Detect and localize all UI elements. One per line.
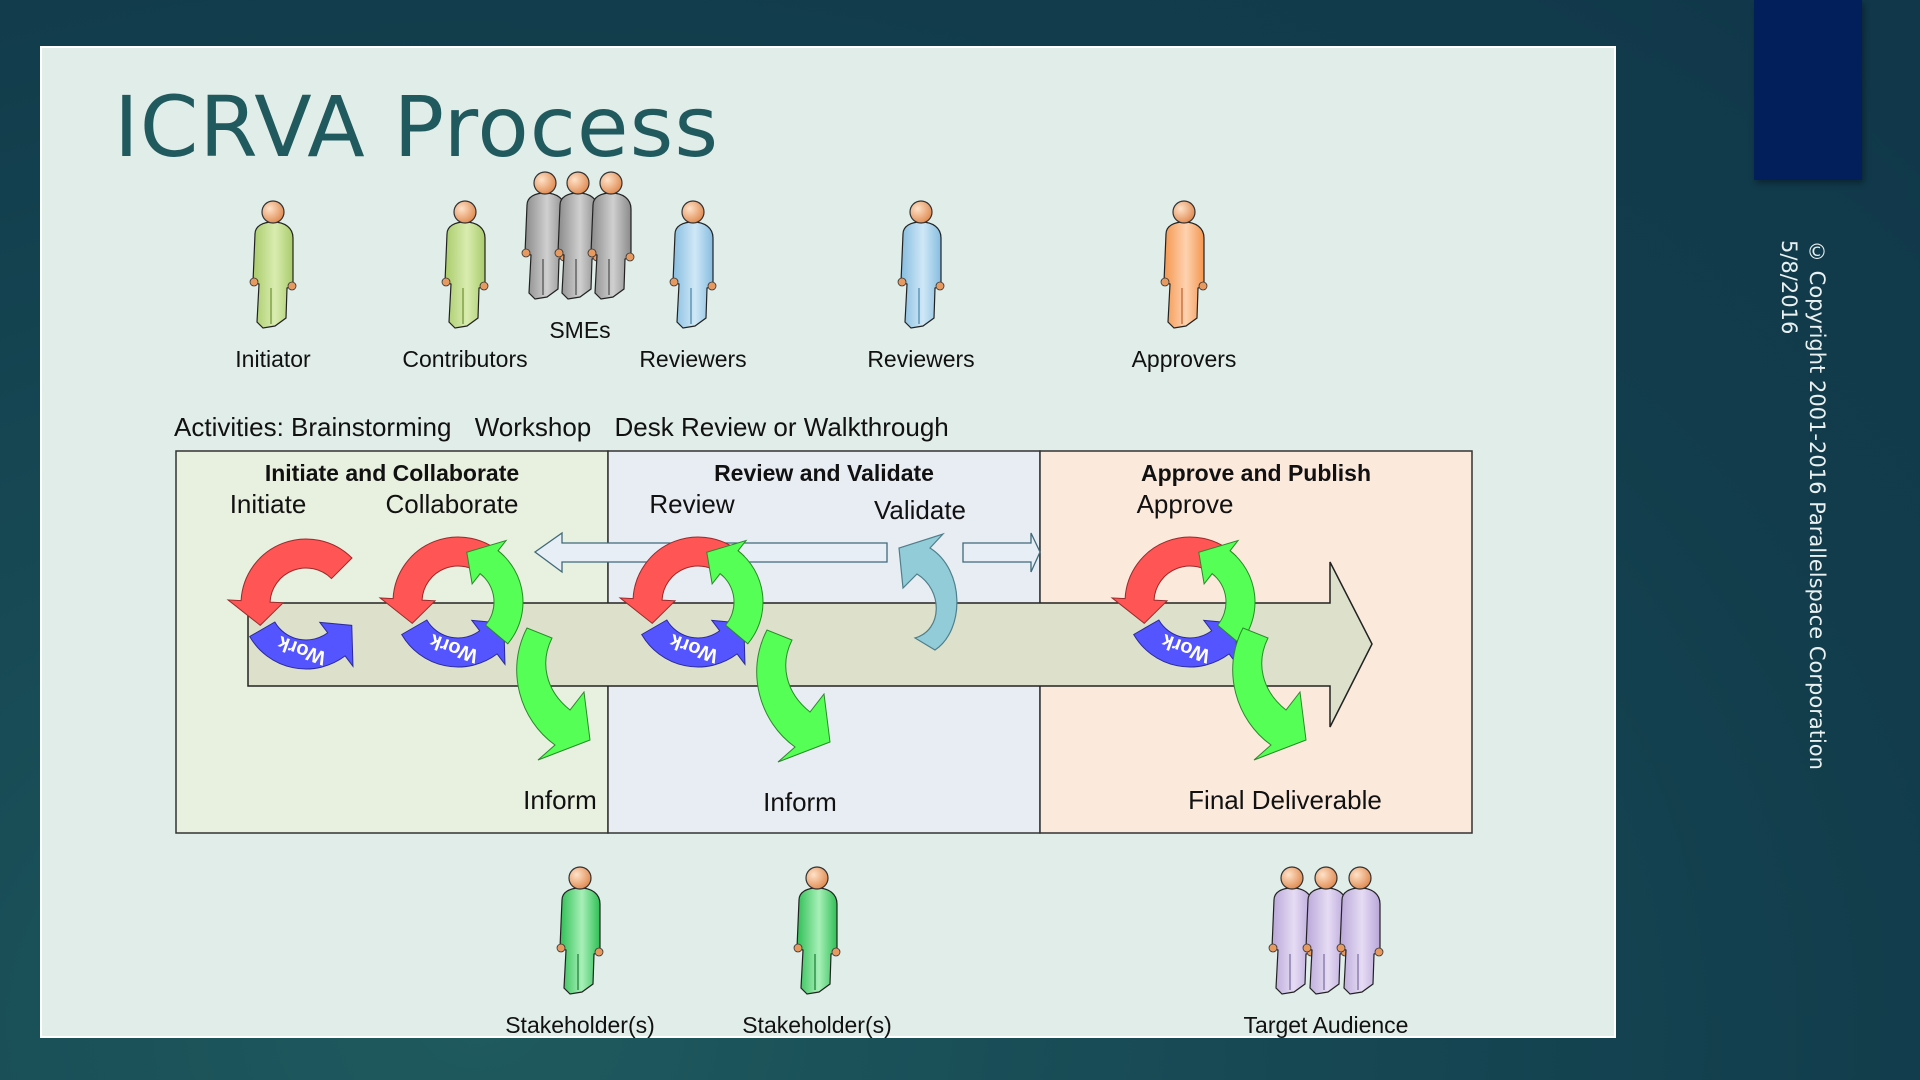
inform-arrow-2-icon (756, 629, 831, 763)
validate-arrow-icon (898, 532, 958, 651)
initiator-person-icon (249, 200, 297, 329)
activities-prefix: Activities: (174, 412, 284, 442)
sme-person-icon (554, 171, 602, 300)
role-label-stakeholders-1: Stakeholder(s) (505, 1012, 655, 1038)
target-audience-person-icon (1336, 866, 1384, 995)
phase-title-initiate-collaborate: Initiate and Collaborate (264, 460, 520, 486)
output-inform-2: Inform (763, 787, 837, 817)
phase-title-approve-publish: Approve and Publish (1140, 460, 1372, 486)
reviewer-person-icon (897, 200, 945, 329)
stakeholder-person-icon (556, 866, 604, 995)
work-arrow-icon (641, 619, 746, 668)
role-label-approvers: Approvers (1131, 346, 1237, 372)
activity-brainstorming: Brainstorming (291, 412, 452, 442)
reviewer-person-icon (669, 200, 717, 329)
step-collaborate: Collaborate (385, 489, 519, 519)
step-approve: Approve (1136, 489, 1234, 519)
output-inform-1: Inform (523, 785, 597, 815)
output-final-deliverable: Final Deliverable (1188, 785, 1382, 815)
activity-workshop: Workshop (474, 412, 592, 442)
cycle-review-icon: Work (618, 536, 764, 668)
cycle-initiate-icon: Work (226, 538, 354, 670)
role-label-reviewers-1: Reviewers (639, 346, 747, 372)
activities-row: Activities: Brainstorming Workshop Desk … (174, 412, 949, 443)
copyright-text: © Copyright 2001-2016 Parallelspace Corp… (1805, 240, 1829, 770)
step-validate: Validate (873, 495, 967, 525)
approver-person-icon (1160, 200, 1208, 329)
slide-date: 5/8/2016 (1777, 240, 1801, 335)
step-initiate: Initiate (229, 489, 307, 519)
sme-person-icon (587, 171, 635, 300)
stakeholder-person-icon (793, 866, 841, 995)
copyright-footer: © Copyright 2001-2016 Parallelspace Corp… (1775, 240, 1831, 770)
role-label-smes: SMEs (549, 317, 611, 343)
green-cycle-arrow-icon (706, 539, 764, 645)
final-deliverable-arrow-icon (1232, 627, 1307, 761)
inform-arrow-1-icon (516, 627, 591, 761)
phase-title-review-validate: Review and Validate (714, 460, 934, 486)
slide-title: ICRVA Process (114, 78, 720, 176)
work-arrow-icon (401, 619, 506, 668)
decorative-bar (1754, 0, 1862, 180)
step-review: Review (649, 489, 735, 519)
target-audience-person-icon (1302, 866, 1350, 995)
role-label-target-audience: Target Audience (1243, 1012, 1409, 1038)
forward-arrow-right (962, 532, 1041, 573)
cycle-collaborate-icon: Work (378, 536, 524, 668)
red-cycle-arrow-icon (226, 538, 353, 627)
work-arrow-icon (249, 621, 354, 670)
role-label-contributors: Contributors (402, 346, 528, 372)
target-audience-person-icon (1268, 866, 1316, 995)
role-label-reviewers-2: Reviewers (867, 346, 975, 372)
role-label-stakeholders-2: Stakeholder(s) (742, 1012, 892, 1038)
green-cycle-arrow-icon (466, 539, 524, 645)
contributor-person-icon (441, 200, 489, 329)
activity-desk-review: Desk Review or Walkthrough (614, 412, 949, 442)
role-label-initiator: Initiator (235, 346, 311, 372)
green-cycle-arrow-icon (1198, 539, 1256, 645)
